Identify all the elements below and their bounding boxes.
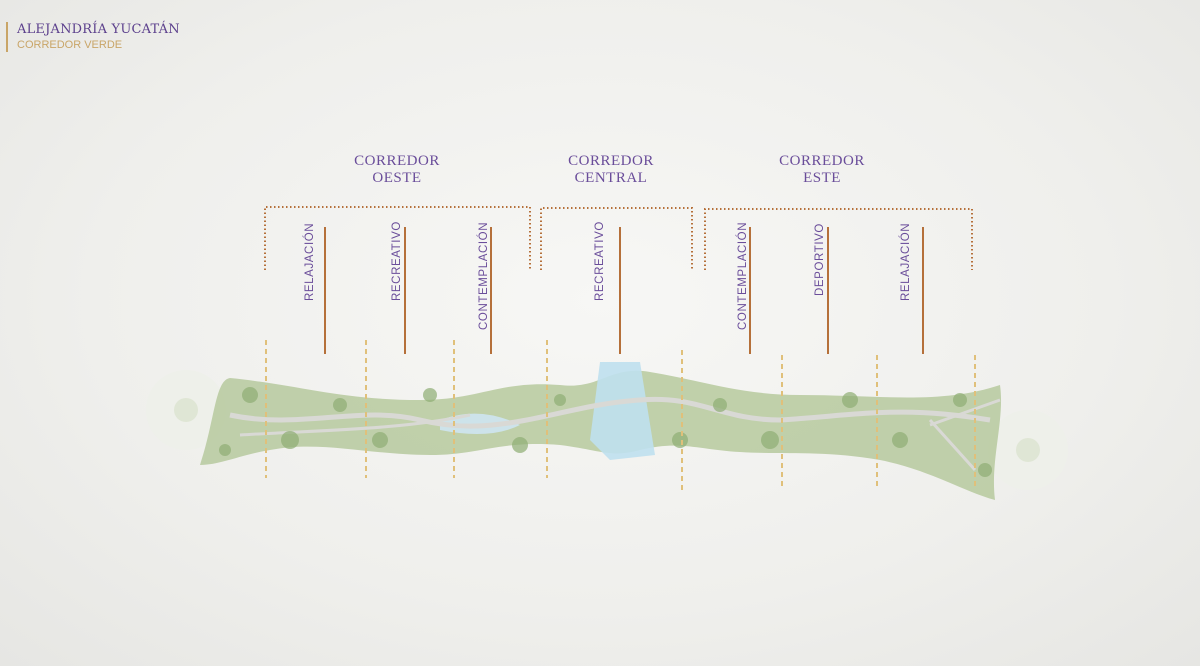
- corridor-label-line2: OESTE: [372, 170, 422, 186]
- zone-label-deportivo-este: DEPORTIVO: [814, 223, 826, 296]
- corridor-label-line2: ESTE: [803, 170, 841, 186]
- zone-label-recreativo-oeste: RECREATIVO: [391, 221, 403, 301]
- zone-label-contemplacion-oeste: CONTEMPLACIÓN: [478, 221, 490, 330]
- zone-dividers: [265, 340, 976, 490]
- park-plan: [146, 362, 1068, 500]
- header: ALEJANDRÍA YUCATÁN CORREDOR VERDE: [6, 22, 180, 52]
- corridor-label-line2: CENTRAL: [574, 170, 648, 186]
- zone-label-recreativo-central: RECREATIVO: [594, 221, 606, 301]
- page-subtitle: CORREDOR VERDE: [17, 39, 123, 51]
- zone-label-relajacion-oeste: RELAJACIÓN: [304, 222, 316, 301]
- corridor-label-line1: CORREDOR: [354, 153, 440, 169]
- bracket-central: [540, 207, 693, 270]
- zone-label-relajacion-este: RELAJACIÓN: [900, 222, 912, 301]
- corridor-label-line1: CORREDOR: [568, 153, 654, 169]
- corridor-brackets: [264, 206, 973, 270]
- zone-lines: [324, 227, 924, 354]
- corridor-label-line1: CORREDOR: [779, 153, 865, 169]
- page-title: ALEJANDRÍA YUCATÁN: [17, 22, 180, 37]
- zone-label-contemplacion-este: CONTEMPLACIÓN: [737, 221, 749, 330]
